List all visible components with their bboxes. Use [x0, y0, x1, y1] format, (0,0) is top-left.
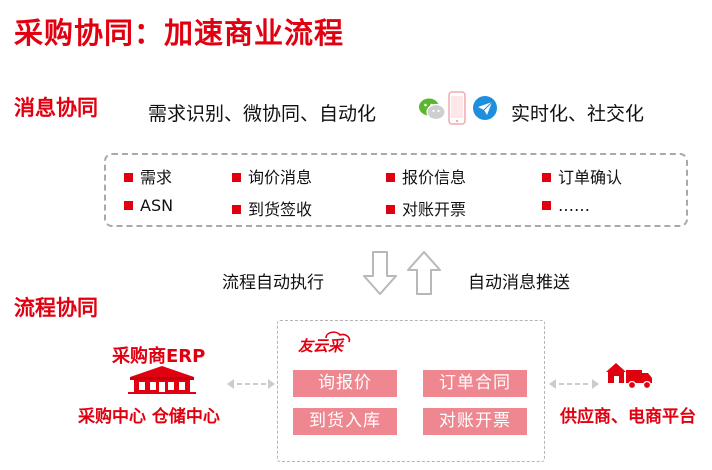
- message-item: 到货签收: [232, 196, 312, 220]
- platform-box: [277, 320, 545, 462]
- message-item-label: 报价信息: [402, 168, 467, 187]
- message-item: 需求: [124, 164, 172, 188]
- bullet-icon: [124, 173, 133, 182]
- message-item: 报价信息: [386, 164, 466, 188]
- message-item: ASN: [124, 196, 173, 215]
- bullet-icon: [542, 201, 551, 210]
- delivery-truck-icon: [606, 363, 652, 390]
- bullet-icon: [232, 173, 241, 182]
- message-item-label: ASN: [140, 196, 174, 215]
- message-item: 询价消息: [232, 164, 312, 188]
- phone-icon: [448, 91, 466, 125]
- bullet-icon: [386, 173, 395, 182]
- function-goods-receipt[interactable]: 到货入库: [293, 408, 397, 435]
- paper-plane-icon: [473, 96, 497, 120]
- dotted-arrow-right-icon: [549, 379, 599, 389]
- message-item-label: 询价消息: [248, 168, 313, 187]
- message-item-label: ……: [558, 196, 590, 215]
- message-item-label: 对账开票: [402, 200, 467, 219]
- wechat-icon: [419, 98, 446, 121]
- auto-execute-label: 流程自动执行: [222, 273, 324, 293]
- bullet-icon: [542, 173, 551, 182]
- message-description-left: 需求识别、微协同、自动化: [148, 103, 377, 125]
- erp-subtitle: 采购中心 仓储中心: [78, 407, 220, 427]
- message-item: 订单确认: [542, 164, 622, 188]
- erp-title: 采购商ERP: [112, 346, 206, 367]
- bullet-icon: [232, 205, 241, 214]
- arrow-up-icon: [407, 251, 441, 295]
- function-inquiry-quote[interactable]: 询报价: [293, 370, 397, 397]
- message-description-right: 实时化、社交化: [511, 103, 645, 125]
- message-item: ……: [542, 196, 590, 215]
- flow-section-title: 流程协同: [14, 296, 98, 320]
- supplier-label: 供应商、电商平台: [560, 407, 696, 427]
- bullet-icon: [124, 201, 133, 210]
- arrow-down-icon: [363, 251, 397, 295]
- bullet-icon: [386, 205, 395, 214]
- message-section-title: 消息协同: [14, 96, 98, 120]
- message-types-box: 需求 询价消息 报价信息 订单确认 ASN 到货签收 对账开票 ……: [104, 153, 688, 227]
- yonyou-brand-logo: 友云采: [298, 331, 351, 355]
- message-item: 对账开票: [386, 196, 466, 220]
- function-reconciliation-invoice[interactable]: 对账开票: [423, 408, 527, 435]
- message-item-label: 需求: [140, 168, 173, 187]
- page-title: 采购协同：加速商业流程: [14, 16, 345, 50]
- message-item-label: 订单确认: [558, 168, 623, 187]
- auto-push-label: 自动消息推送: [468, 273, 570, 293]
- dotted-arrow-left-icon: [227, 379, 275, 389]
- brand-text: 友云采: [298, 337, 345, 355]
- building-icon: [128, 366, 196, 394]
- message-item-label: 到货签收: [248, 200, 313, 219]
- function-order-contract[interactable]: 订单合同: [423, 370, 527, 397]
